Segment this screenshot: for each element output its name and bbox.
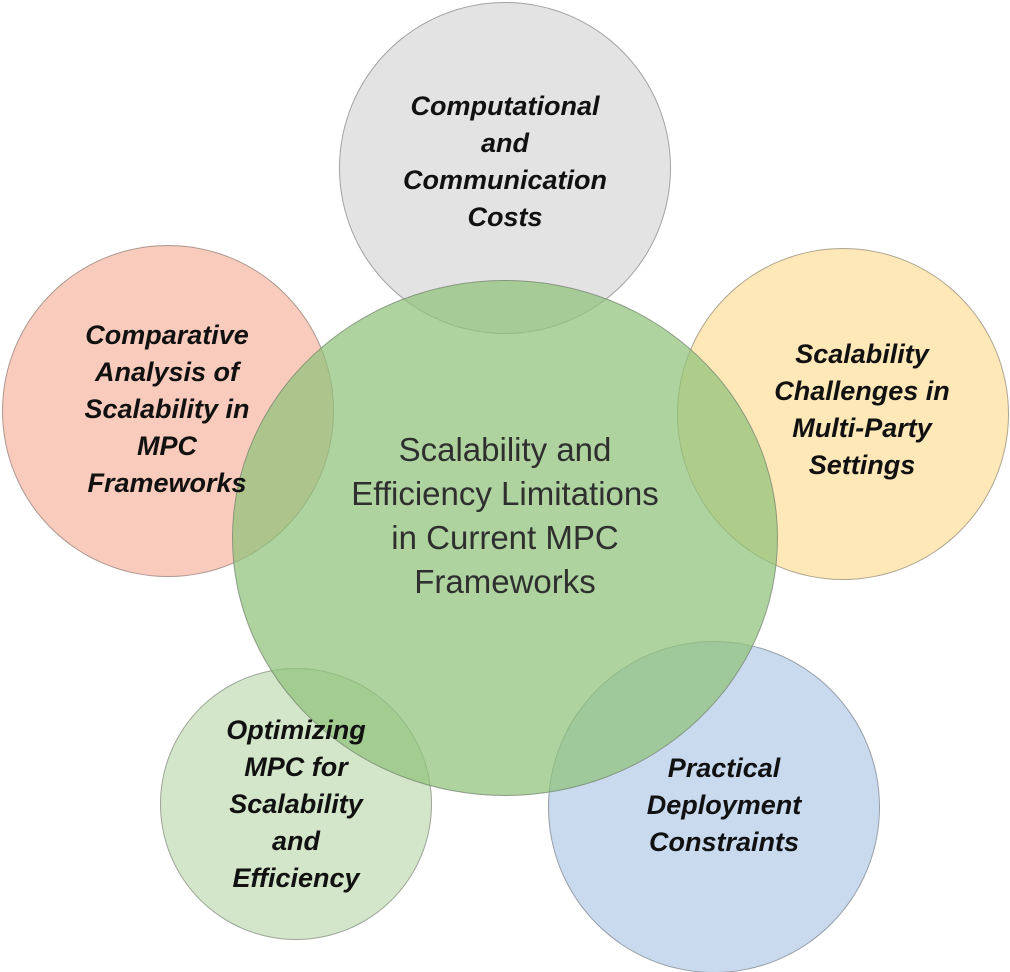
node-label-deployment-constraints: Practical Deployment Constraints (646, 753, 802, 857)
node-label-scalability-challenges: Scalability Challenges in Multi-Party Se… (774, 339, 950, 480)
center-circle (232, 280, 778, 796)
node-label-comparative-analysis: Comparative Analysis of Scalability in M… (84, 320, 250, 498)
node-label-computational-costs: Computational and Communication Costs (402, 91, 607, 232)
node-circle-computational-costs (339, 2, 671, 334)
center-label: Scalability and Efficiency Limitations i… (351, 431, 659, 600)
node-label-optimizing-mpc: Optimizing MPC for Scalability and Effic… (226, 715, 366, 893)
